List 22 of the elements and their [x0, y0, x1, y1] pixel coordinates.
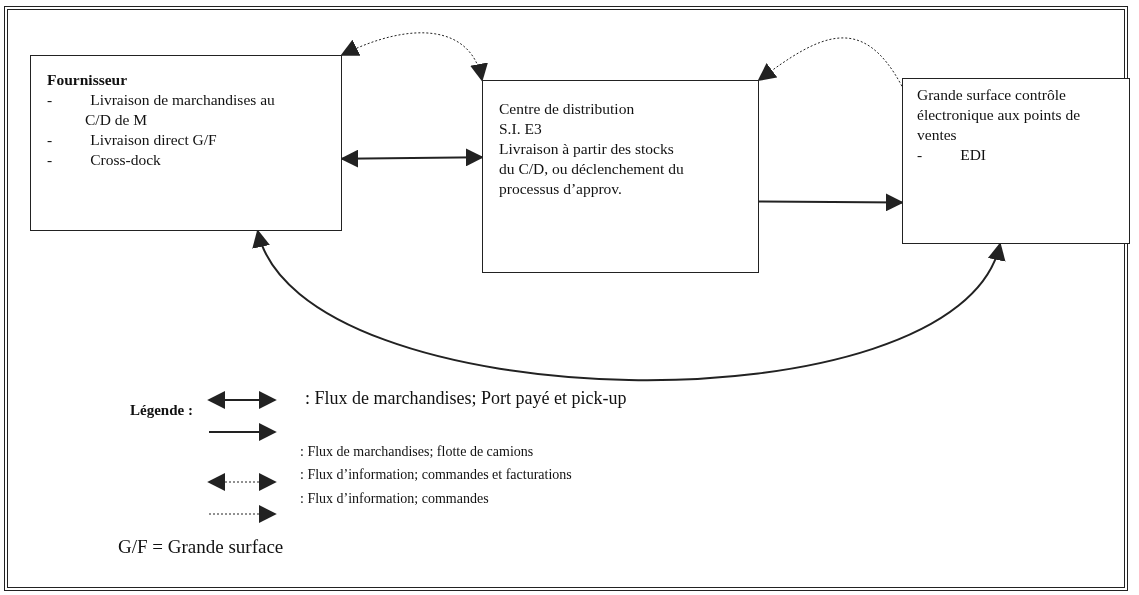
list-item: - Cross-dock: [47, 150, 162, 170]
legend-title: Légende :: [130, 402, 193, 419]
process-box: [30, 55, 342, 231]
list-item: - EDI: [917, 145, 987, 165]
legend-text: : Flux de marchandises; flotte de camions: [300, 444, 534, 460]
box-text: S.I. E3: [499, 119, 543, 139]
arrow: [758, 193, 904, 212]
box-heading: Centre de distribution: [499, 99, 636, 119]
process-box: [482, 80, 759, 273]
box-text: Livraison à partir des stocks du C/D, ou déclenchement du processus d’approv.: [499, 139, 685, 199]
list-item: - Livraison direct G/F: [47, 130, 218, 150]
arrow: [340, 148, 484, 168]
note-text: G/F = Grande surface: [118, 536, 284, 558]
arrow: [340, 32, 487, 82]
arrow: [757, 37, 903, 87]
list-item: - Livraison de marchandises au C/D de M: [47, 90, 276, 130]
legend-text: : Flux d’information; commandes et facturations: [300, 467, 572, 483]
legend-text: : Flux d’information; commandes: [300, 491, 489, 507]
box-heading: Grande surface contrôle électronique aux points de ventes: [917, 85, 1082, 145]
box-heading: Fournisseur: [47, 70, 129, 90]
process-box: [902, 78, 1130, 244]
legend-text: : Flux de marchandises; Port payé et pick-up: [305, 388, 627, 409]
